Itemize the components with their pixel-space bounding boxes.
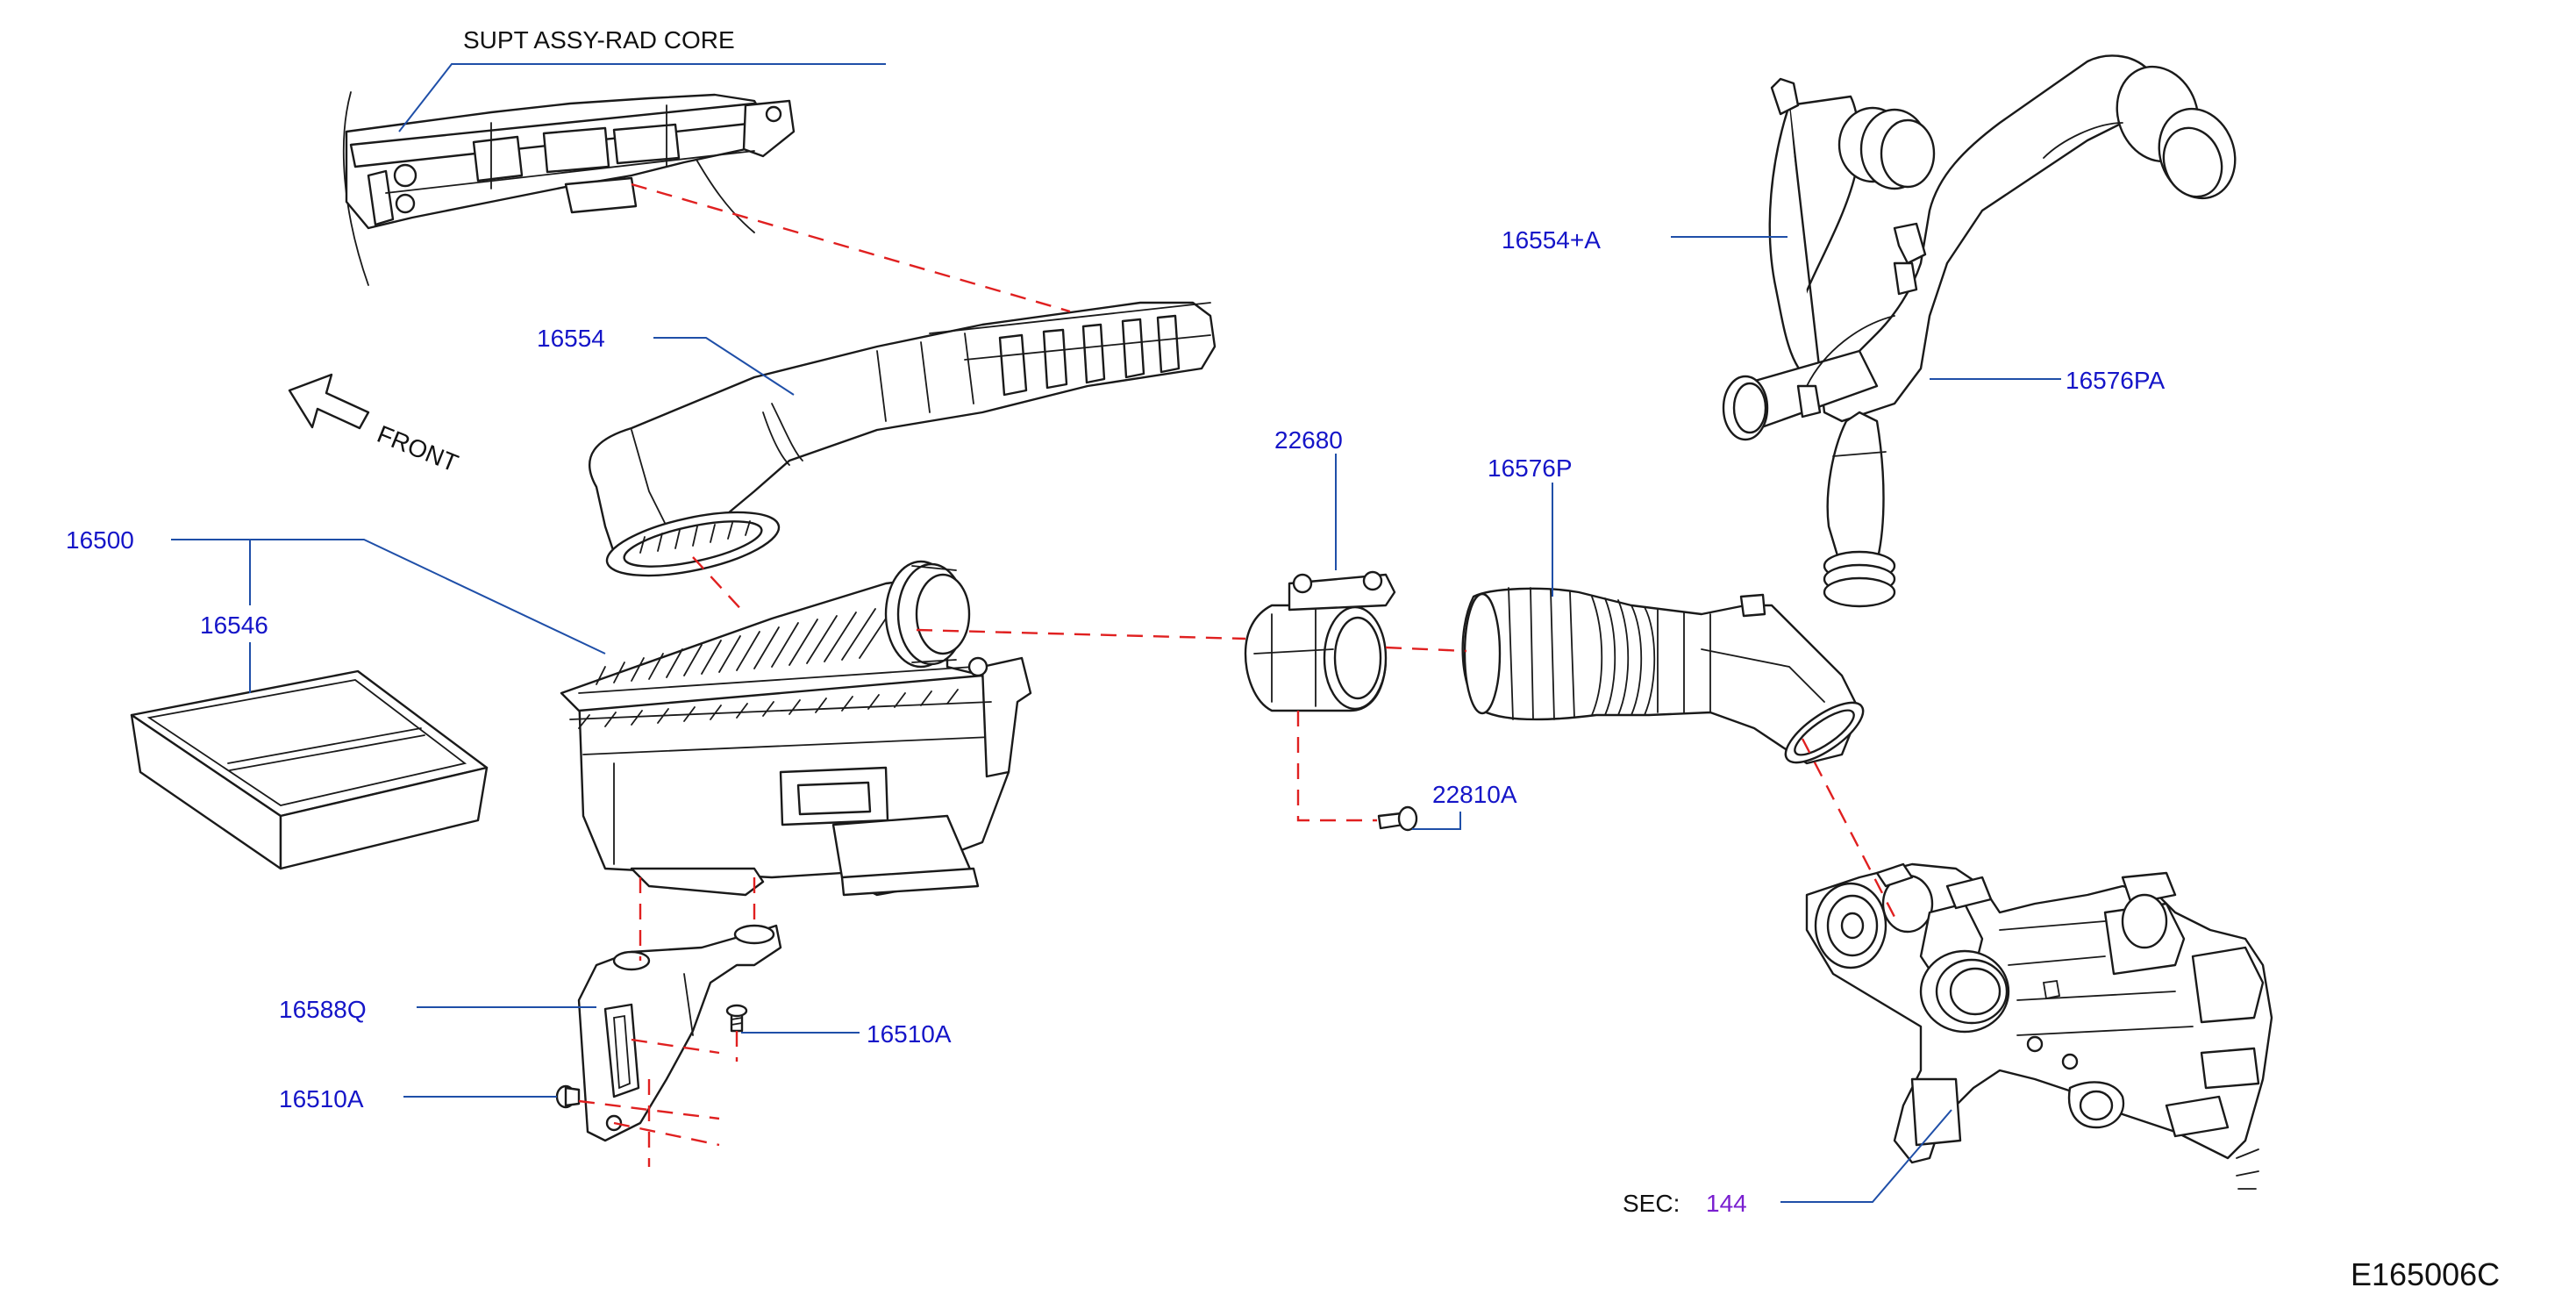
front-label: FRONT [374, 420, 462, 477]
air-cleaner-assy-16500 [560, 560, 1032, 897]
label-22680: 22680 [1274, 426, 1343, 454]
air-duct-16554 [588, 301, 1217, 577]
maf-sensor-22680 [1244, 570, 1396, 712]
label-16500: 16500 [66, 526, 134, 554]
radiator-core-support [342, 91, 796, 286]
label-16576pa: 16576PA [2066, 367, 2165, 394]
label-16554: 16554 [537, 325, 605, 352]
label-sec-prefix: SEC: [1623, 1190, 1680, 1217]
engine-intake-section-144 [1805, 862, 2273, 1190]
label-16510a-left: 16510A [279, 1085, 364, 1112]
intake-pipe-assy-16554a [1722, 54, 2237, 608]
leader-lines [171, 63, 2061, 1203]
label-supt-assy-rad-core: SUPT ASSY-RAD CORE [463, 26, 735, 54]
label-16510a-right: 16510A [867, 1020, 952, 1048]
diagram-code: E165006C [2351, 1256, 2500, 1292]
label-sec-144-link[interactable]: 144 [1706, 1190, 1747, 1217]
front-arrow: FRONT [288, 373, 462, 477]
label-16554a: 16554+A [1502, 226, 1601, 254]
screw-22810a [1377, 805, 1418, 832]
air-filter-element-16546 [130, 669, 489, 870]
air-duct-hose-16576p [1461, 587, 1865, 765]
label-16588q: 16588Q [279, 996, 367, 1023]
bolt-16510a-right [725, 1004, 748, 1033]
alignment-lines [578, 182, 1896, 1167]
label-16576p: 16576P [1488, 454, 1573, 482]
part-labels: SUPT ASSY-RAD CORE 16554 16500 16546 165… [66, 26, 2500, 1292]
grommet-16510a-left [555, 1084, 581, 1109]
label-16546: 16546 [200, 612, 268, 639]
label-22810a: 22810A [1432, 781, 1517, 808]
